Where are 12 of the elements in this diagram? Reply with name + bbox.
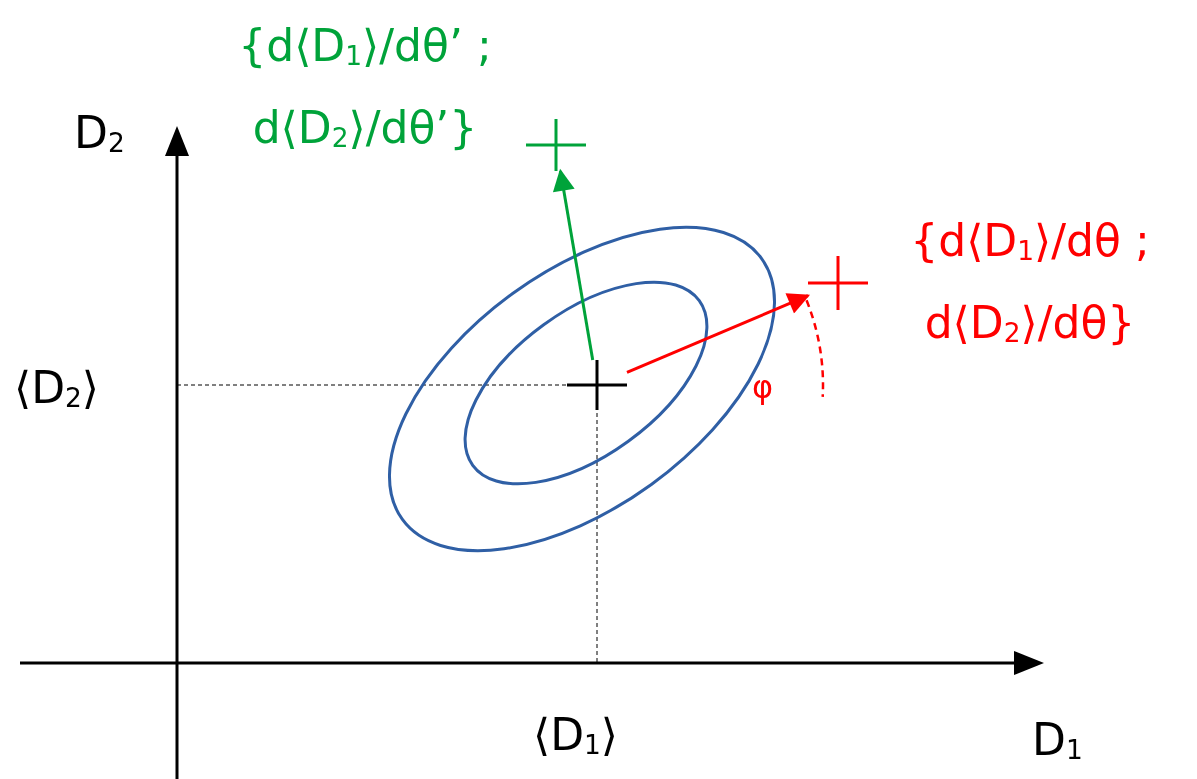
mean-label: ⟨D$_{2}$⟩ <box>14 361 99 415</box>
mean-label: ⟨D$_{1}$⟩ <box>533 708 618 762</box>
cross-marker <box>808 256 868 310</box>
cross-marker <box>526 119 586 171</box>
vector-label: {d⟨D$_{1}$⟩/dθ ; d⟨D$_{2}$⟩/dθ} <box>909 214 1151 350</box>
vector-label: {d⟨D$_{1}$⟩/dθ’ ; d⟨D$_{2}$⟩/dθ’} <box>237 19 493 155</box>
axis-label: D$_{1}$ <box>1032 713 1083 767</box>
axis-label: D$_{2}$ <box>74 106 125 160</box>
cross-marker <box>567 360 627 410</box>
arrow <box>552 168 595 361</box>
angle-label: φ <box>752 367 774 408</box>
arrow <box>626 293 811 374</box>
